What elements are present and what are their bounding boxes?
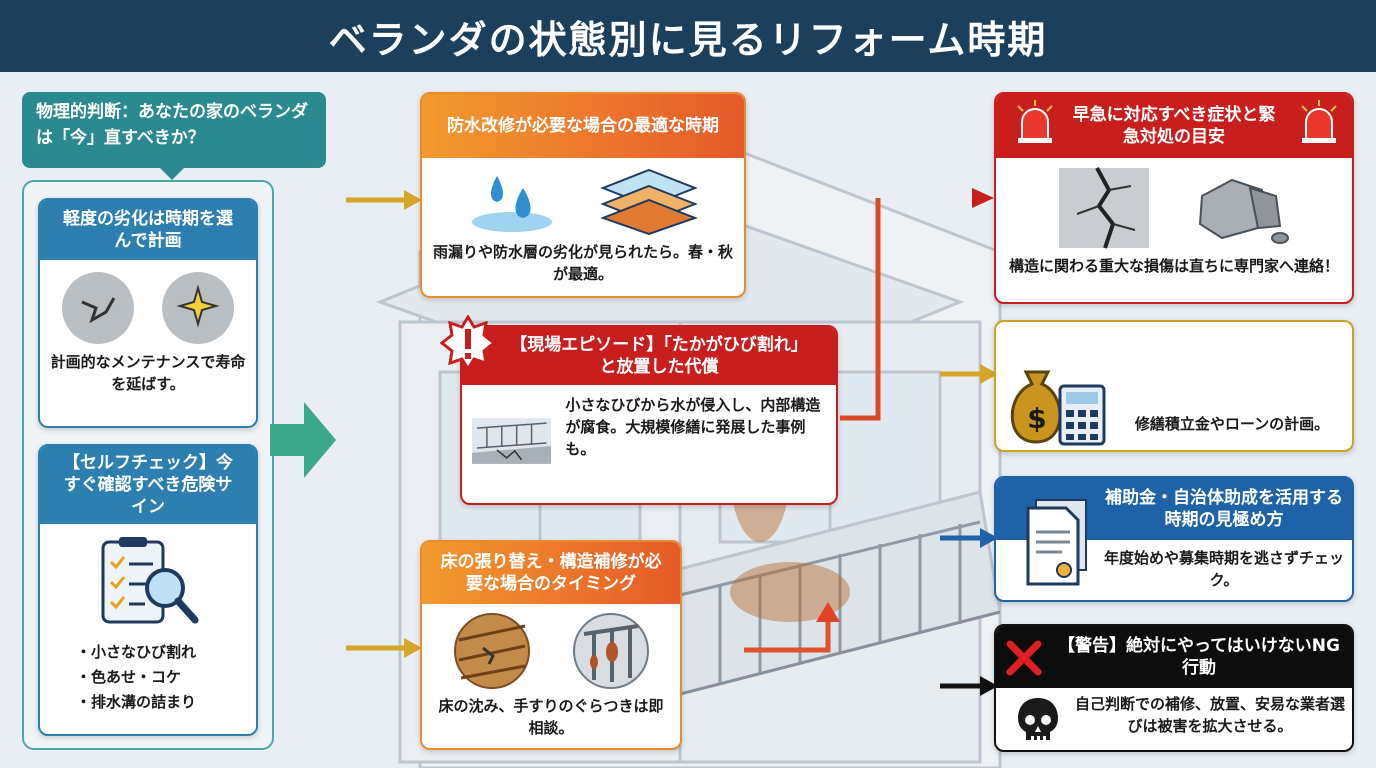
waterproof-card: 防水改修が必要な場合の最適な時期 雨漏りや防水層の劣化が見られたら。春・秋が最適… bbox=[420, 92, 746, 298]
subsidy-card: 補助金・自治体助成を活用する時期の見極め方 年度始めや募集時期を逃さずチェック。 bbox=[994, 476, 1354, 602]
light-deterioration-card: 軽度の劣化は時期を選んで計画 計画的なメンテナンスで寿命を延ばす。 bbox=[38, 198, 258, 428]
episode-card: 【現場エピソード】「たかがひび割れ」と放置した代償 小さなひびから水が侵入し、内… bbox=[460, 325, 838, 505]
x-mark-icon bbox=[1006, 640, 1042, 676]
calculator-icon bbox=[1058, 384, 1106, 446]
intro-bubble: 物理的判断：あなたの家のベランダは「今」直すべきか？ bbox=[22, 92, 326, 180]
title-bar: ベランダの状態別に見るリフォーム時期 bbox=[0, 0, 1376, 72]
episode-text: 小さなひびから水が侵入し、内部構造が腐食。大規模修繕に発展した事例も。 bbox=[565, 396, 821, 458]
balcony-photo-icon bbox=[472, 418, 552, 464]
subsidy-text: 年度始めや募集時期を逃さずチェック。 bbox=[1103, 549, 1344, 589]
floor-heading: 床の張り替え・構造補修が必要な場合のタイミング bbox=[422, 542, 680, 604]
right-connector bbox=[744, 188, 994, 653]
document-icon bbox=[1026, 499, 1087, 586]
light-deterioration-heading: 軽度の劣化は時期を選んで計画 bbox=[40, 200, 256, 260]
magnifier-icon bbox=[145, 568, 199, 624]
warning-heading: 【警告】絶対にやってはいけないNG行動 bbox=[1046, 626, 1352, 688]
money-bag-icon: $ bbox=[1010, 370, 1106, 446]
warning-text: 自己判断での補修、放置、安易な業者選びは被害を拡大させる。 bbox=[1074, 695, 1345, 735]
left-connector bbox=[343, 190, 422, 658]
floor-text: 床の沈み、手すりのぐらつきは即相談。 bbox=[438, 697, 664, 737]
siren-icon bbox=[1017, 100, 1053, 143]
right-branch-connector bbox=[937, 364, 998, 696]
sparkle-icon bbox=[162, 272, 234, 344]
list-item: ・排水溝の詰まり bbox=[76, 692, 197, 711]
list-item: ・小さなひび割れ bbox=[76, 643, 197, 661]
self-check-heading: 【セルフチェック】今すぐ確認すべき危険サイン bbox=[40, 446, 256, 524]
wood-floor-icon bbox=[453, 613, 530, 689]
flow-arrow-main bbox=[270, 402, 336, 478]
waterproof-heading: 防水改修が必要な場合の最適な時期 bbox=[422, 94, 744, 158]
waterproof-layer-icon bbox=[600, 168, 698, 236]
waterproof-text: 雨漏りや防水層の劣化が見られたら。春・秋が最適。 bbox=[432, 243, 733, 283]
urgent-card: 早急に対応すべき症状と緊急対処の目安 構造に関わる重大な損傷は直ちに専門家へ連絡… bbox=[994, 92, 1354, 304]
intro-text: 物理的判断：あなたの家のベランダは「今」直すべきか？ bbox=[36, 102, 308, 148]
self-check-list: ・小さなひび割れ ・色あせ・コケ ・排水溝の詰まり bbox=[40, 632, 256, 714]
subsidy-heading: 補助金・自治体助成を活用する時期の見極め方 bbox=[1096, 478, 1352, 540]
siren-icon bbox=[1301, 100, 1337, 143]
economic-heading: 【経済的判断】損をしないための「資金」のタイミング bbox=[1123, 342, 1345, 385]
skull-icon bbox=[1018, 698, 1058, 740]
economic-card: 【経済的判断】損をしないための「資金」のタイミング $ 修繕積立金やローンの計画… bbox=[994, 320, 1354, 452]
economic-text: 修繕積立金やローンの計画。 bbox=[1134, 415, 1330, 433]
light-deterioration-text: 計画的なメンテナンスで寿命を延ばす。 bbox=[50, 353, 246, 393]
checklist-icon bbox=[101, 537, 199, 624]
crack-icon bbox=[62, 272, 134, 344]
urgent-text: 構造に関わる重大な損傷は直ちに専門家へ連絡！ bbox=[1008, 257, 1339, 275]
cracked-wall-icon bbox=[1058, 167, 1149, 249]
rust-railing-icon bbox=[572, 613, 649, 689]
list-item: ・色あせ・コケ bbox=[76, 667, 182, 686]
episode-heading: 【現場エピソード】「たかがひび割れ」と放置した代償 bbox=[462, 327, 836, 385]
urgent-heading: 早急に対応すべき症状と緊急対処の目安 bbox=[996, 94, 1352, 158]
svg-text:$: $ bbox=[1027, 402, 1046, 435]
page-title: ベランダの状態別に見るリフォーム時期 bbox=[328, 17, 1048, 62]
warning-card: 【警告】絶対にやってはいけないNG行動 自己判断での補修、放置、安易な業者選びは… bbox=[994, 624, 1354, 752]
water-drop-icon bbox=[472, 176, 552, 232]
self-check-card: 【セルフチェック】今すぐ確認すべき危険サイン ・小さなひび割れ ・色あせ・コケ … bbox=[38, 444, 258, 736]
alert-badge-icon bbox=[440, 315, 496, 371]
floor-card: 床の張り替え・構造補修が必要な場合のタイミング 床の沈み、手すりのぐらつきは即相… bbox=[420, 540, 682, 750]
broken-concrete-icon bbox=[1198, 178, 1289, 244]
